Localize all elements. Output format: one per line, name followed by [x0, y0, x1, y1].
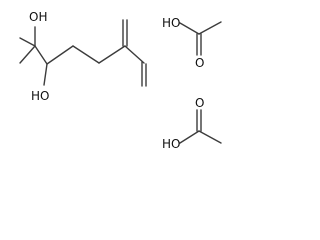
acetic-acid-top: HO O: [162, 16, 222, 70]
main-molecule: OH HO: [19, 10, 147, 103]
bond-c2-c3: [34, 45, 48, 65]
label-bottom-ho: HO: [162, 137, 180, 151]
bond-c5-c6: [98, 45, 126, 64]
bond-c4-c5: [72, 45, 100, 64]
acetic-acid-bottom: HO O: [162, 96, 222, 151]
label-oh-top: OH: [29, 10, 47, 24]
bond-bottom-ho-c: [179, 130, 200, 144]
bond-bottom-c-ch3: [198, 130, 222, 144]
bond-methyl-b: [19, 45, 36, 64]
label-oh-bottom: HO: [31, 89, 49, 103]
chemical-structure-diagram: OH HO HO O HO O: [19, 10, 222, 151]
bond-c6-c7: [124, 45, 145, 64]
label-bottom-o: O: [195, 96, 204, 110]
bond-methyl-a: [19, 37, 36, 47]
bond-top-ho-c: [179, 22, 200, 35]
bond-c3-oh: [43, 63, 48, 86]
label-top-ho: HO: [162, 16, 180, 30]
bond-c3-c4: [46, 45, 74, 65]
bond-top-c-ch3: [198, 21, 222, 35]
label-top-o: O: [195, 56, 204, 70]
